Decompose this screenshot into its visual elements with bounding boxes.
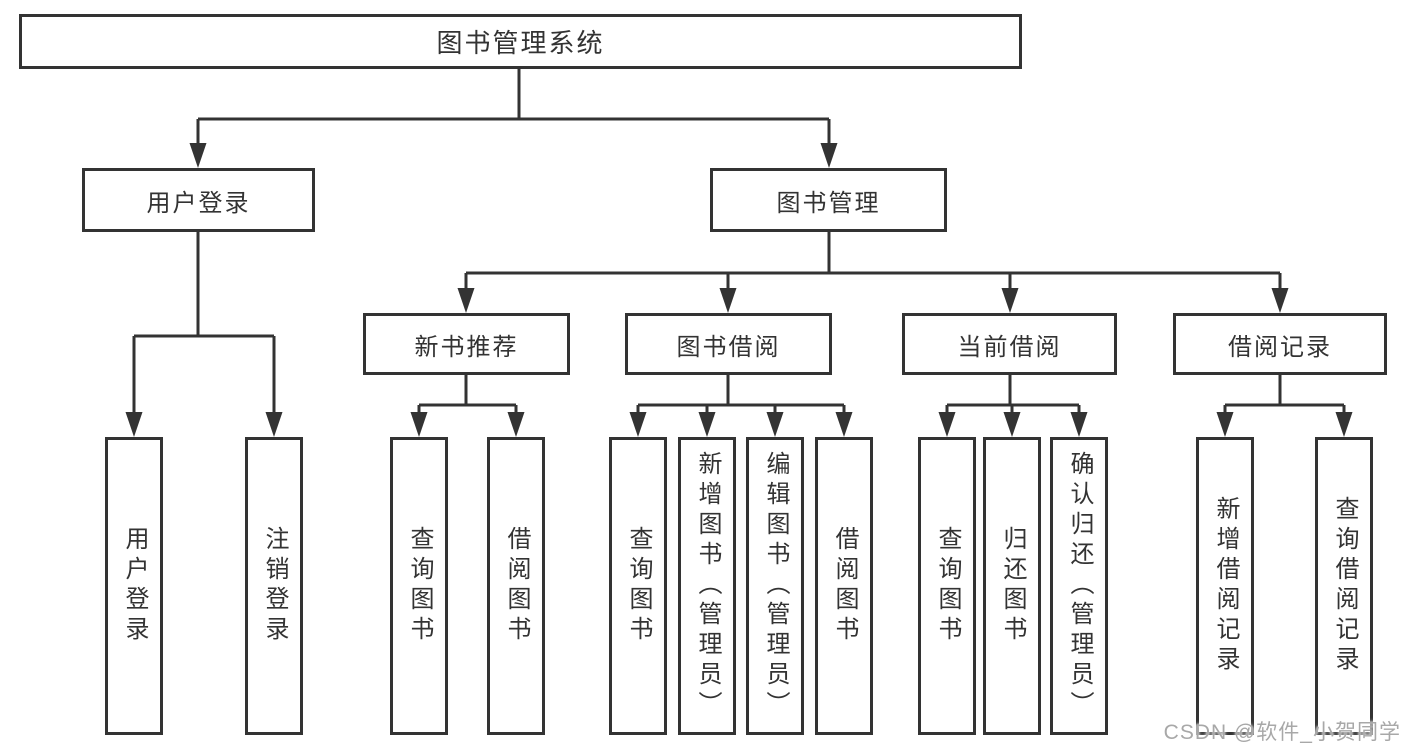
leaf-query-borrow-record: 查询借阅记录	[1315, 437, 1373, 735]
leaf-confirm-return-admin: 确认归还（管理员）	[1050, 437, 1108, 735]
node-book-management: 图书管理	[710, 168, 947, 232]
leaf-label: 新增借阅记录	[1212, 496, 1239, 676]
leaf-label: 借阅图书	[831, 526, 858, 646]
node-label: 图书管理系统	[436, 28, 605, 58]
leaf-query-books-recommend: 查询图书	[390, 437, 448, 735]
node-label: 当前借阅	[957, 333, 1062, 361]
leaf-label: 归还图书	[999, 526, 1026, 646]
node-label: 借阅记录	[1228, 333, 1332, 361]
node-label: 用户登录	[146, 189, 251, 217]
leaf-add-books-admin: 新增图书（管理员）	[678, 437, 736, 735]
node-library-management-system: 图书管理系统	[19, 14, 1022, 69]
leaf-query-books-current: 查询图书	[918, 437, 976, 735]
node-label: 图书借阅	[676, 333, 781, 361]
leaf-label: 编辑图书（管理员）	[762, 451, 789, 721]
leaf-query-books-borrow: 查询图书	[609, 437, 667, 735]
leaf-edit-books-admin: 编辑图书（管理员）	[746, 437, 804, 735]
leaf-label: 确认归还（管理员）	[1066, 451, 1093, 721]
leaf-logout: 注销登录	[245, 437, 303, 735]
node-current-borrow: 当前借阅	[902, 313, 1117, 375]
leaf-label: 用户登录	[121, 526, 148, 646]
node-label: 图书管理	[776, 189, 881, 217]
leaf-label: 新增图书（管理员）	[694, 451, 721, 721]
leaf-label: 查询图书	[406, 526, 433, 646]
leaf-label: 查询图书	[625, 526, 652, 646]
leaf-label: 查询借阅记录	[1331, 496, 1358, 676]
leaf-user-login: 用户登录	[105, 437, 163, 735]
leaf-label: 查询图书	[934, 526, 961, 646]
leaf-return-books: 归还图书	[983, 437, 1041, 735]
node-user-login: 用户登录	[82, 168, 315, 232]
watermark: CSDN @软件_小贺同学	[1163, 721, 1401, 744]
leaf-label: 借阅图书	[503, 526, 530, 646]
node-book-borrow: 图书借阅	[625, 313, 832, 375]
node-borrow-records: 借阅记录	[1173, 313, 1387, 375]
leaf-label: 注销登录	[261, 526, 288, 646]
node-label: 新书推荐	[414, 333, 519, 361]
leaf-add-borrow-record: 新增借阅记录	[1196, 437, 1254, 735]
leaf-borrow-books-recommend: 借阅图书	[487, 437, 545, 735]
node-new-book-recommend: 新书推荐	[363, 313, 570, 375]
leaf-borrow-books: 借阅图书	[815, 437, 873, 735]
